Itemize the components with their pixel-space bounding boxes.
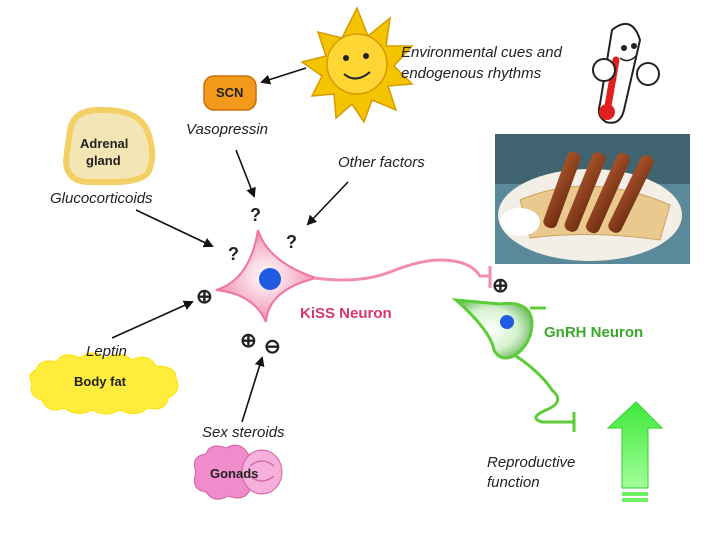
plus-sign-gnrh: ⊕ (492, 275, 509, 297)
gonads-icon (193, 444, 283, 500)
vasopressin-label: Vasopressin (186, 121, 268, 138)
gonads-label: Gonads (210, 466, 259, 481)
sex-steroids-label: Sex steroids (202, 424, 285, 441)
qmark-top: ? (250, 205, 261, 225)
adrenal-label-line1: Adrenal (80, 136, 129, 151)
arrow-glucocorticoids (135, 209, 214, 248)
glucocorticoids-label: Glucocorticoids (50, 190, 153, 207)
arrows (111, 67, 349, 423)
plus-sign-leptin: ⊕ (196, 286, 213, 308)
body-fat-blob (29, 352, 179, 415)
thermometer-icon (592, 22, 660, 124)
kiss-nucleus (259, 268, 281, 290)
adrenal-gland (62, 106, 156, 185)
kiss-neuron-label: KiSS Neuron (300, 305, 392, 322)
up-arrow-icon (606, 401, 664, 502)
endogenous-rhythms-label: endogenous rhythms (401, 65, 542, 82)
minus-sign-steroids: ⊖ (264, 336, 281, 358)
sun-icon (300, 6, 414, 124)
qmark-left: ? (228, 244, 239, 264)
kiss-neuron (215, 229, 492, 323)
arrow-leptin (111, 300, 194, 339)
adrenal-label-line2: gland (86, 153, 121, 168)
kebab-photo (495, 134, 690, 264)
reproductive-label-line2: function (487, 474, 540, 491)
other-factors-label: Other factors (338, 154, 425, 171)
scn-box (203, 75, 257, 111)
arrow-vasopressin (235, 149, 256, 198)
kebab-skewers (543, 151, 654, 234)
arrow-env-to-scn (260, 67, 307, 85)
qmark-right: ? (286, 232, 297, 252)
arrow-sex-steroids (241, 356, 265, 423)
environmental-cues-label: Environmental cues and (401, 44, 562, 61)
scn-label: SCN (216, 85, 244, 100)
gnrh-nucleus (500, 315, 514, 329)
arrow-other-factors (306, 181, 349, 226)
gnrh-neuron-label: GnRH Neuron (544, 324, 644, 341)
reproductive-label-line1: Reproductive (487, 454, 576, 471)
body-fat-label: Body fat (74, 374, 126, 389)
gnrh-neuron (451, 298, 576, 432)
plus-sign-steroids: ⊕ (240, 330, 257, 352)
leptin-label: Leptin (86, 343, 127, 360)
